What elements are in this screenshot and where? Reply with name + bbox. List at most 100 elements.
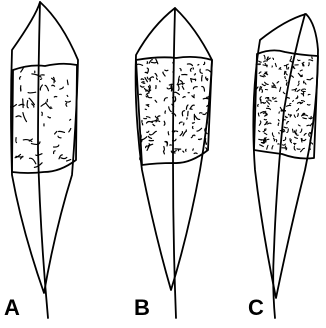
lesion-speck: [150, 134, 153, 135]
lesion-speck: [206, 70, 211, 72]
lesion-speck: [280, 87, 281, 91]
lesion-speck: [58, 136, 61, 138]
lesion-speck: [16, 156, 23, 157]
lesion-speck: [163, 72, 165, 76]
lesion-speck: [300, 129, 302, 132]
lesion-speck: [260, 76, 264, 77]
lesion-speck: [60, 87, 64, 89]
leaf-a-midrib: [38, 2, 48, 318]
lesion-speck: [164, 98, 167, 101]
lesion-speck: [169, 84, 171, 85]
lesion-speck: [268, 123, 269, 124]
lesion-speck: [67, 95, 68, 96]
lesion-speck: [286, 148, 287, 150]
lesion-speck: [258, 113, 259, 116]
lesion-speck: [193, 149, 194, 150]
lesion-speck: [54, 151, 56, 154]
lesion-speck: [165, 70, 168, 71]
lesion-speck: [66, 101, 71, 102]
lesion-speck: [173, 89, 174, 90]
lesion-speck: [288, 114, 290, 115]
lesion-speck: [194, 74, 195, 75]
lesion-speck: [259, 61, 262, 62]
lesion-speck: [175, 97, 176, 102]
lesion-speck: [259, 72, 261, 74]
lesion-speck: [164, 121, 165, 125]
leaf-c-midrib: [273, 14, 305, 318]
lesion-speck: [311, 116, 312, 119]
leaf-a-lesion-texture: [11, 67, 71, 167]
lesion-speck: [193, 135, 195, 136]
panel-label-a: A: [4, 297, 20, 319]
lesion-speck: [180, 69, 181, 71]
lesion-speck: [51, 107, 52, 108]
lesion-speck: [202, 75, 203, 81]
lesion-speck: [293, 101, 294, 102]
lesion-speck: [55, 131, 57, 134]
lesion-speck: [191, 79, 196, 80]
panel-label-c: C: [248, 297, 264, 319]
lesion-speck: [200, 113, 202, 114]
lesion-speck: [140, 156, 141, 160]
lesion-speck: [259, 121, 261, 125]
lesion-speck: [140, 86, 144, 87]
lesion-speck: [286, 105, 290, 106]
lesion-speck: [286, 83, 287, 86]
lesion-speck: [142, 137, 147, 140]
lesion-speck: [286, 80, 287, 81]
lesion-speck: [283, 129, 285, 130]
lesion-speck: [28, 92, 36, 93]
lesion-speck: [287, 97, 289, 98]
lesion-speck: [272, 133, 273, 137]
lesion-speck: [182, 86, 184, 89]
lesion-speck: [309, 133, 310, 137]
lesion-speck: [137, 64, 143, 65]
lesion-speck: [286, 72, 288, 75]
lesion-speck: [27, 101, 28, 108]
lesion-speck: [264, 55, 265, 59]
lesion-speck: [156, 121, 160, 122]
lesion-speck: [179, 122, 182, 124]
lesion-speck: [147, 77, 148, 79]
lesion-speck: [150, 79, 151, 81]
lesion-speck: [278, 120, 279, 121]
lesion-speck: [297, 109, 299, 111]
lesion-speck: [265, 82, 269, 84]
lesion-speck: [41, 79, 42, 80]
lesion-speck: [303, 92, 304, 95]
lesion-speck: [298, 60, 300, 61]
lesion-speck: [186, 105, 188, 109]
lesion-speck: [295, 137, 298, 138]
lesion-speck: [274, 138, 275, 141]
lesion-speck: [206, 143, 207, 144]
lesion-speck: [70, 119, 71, 120]
lesion-speck: [307, 125, 309, 126]
lesion-speck: [160, 81, 161, 82]
lesion-speck: [286, 65, 287, 69]
lesion-speck: [164, 151, 165, 154]
lesion-speck: [167, 88, 171, 89]
lesion-speck: [273, 98, 276, 99]
lesion-speck: [197, 128, 202, 131]
lesion-speck: [48, 117, 51, 118]
lesion-speck: [54, 145, 59, 147]
lesion-speck: [155, 74, 157, 77]
lesion-speck: [146, 94, 147, 95]
lesion-speck: [283, 110, 286, 111]
lesion-speck: [158, 116, 160, 117]
lesion-speck: [183, 97, 185, 98]
lesion-speck: [272, 146, 273, 149]
lesion-speck: [67, 80, 68, 85]
lesion-speck: [272, 87, 276, 88]
lesion-speck: [146, 146, 147, 148]
lesion-speck: [304, 133, 306, 135]
lesion-speck: [302, 101, 305, 102]
lesion-speck: [263, 129, 265, 132]
lesion-speck: [142, 82, 144, 83]
lesion-speck: [157, 78, 158, 80]
lesion-speck: [69, 129, 71, 132]
lesion-speck: [183, 123, 184, 125]
lesion-speck: [294, 66, 295, 68]
lesion-speck: [266, 101, 269, 104]
lesion-speck: [298, 125, 300, 126]
